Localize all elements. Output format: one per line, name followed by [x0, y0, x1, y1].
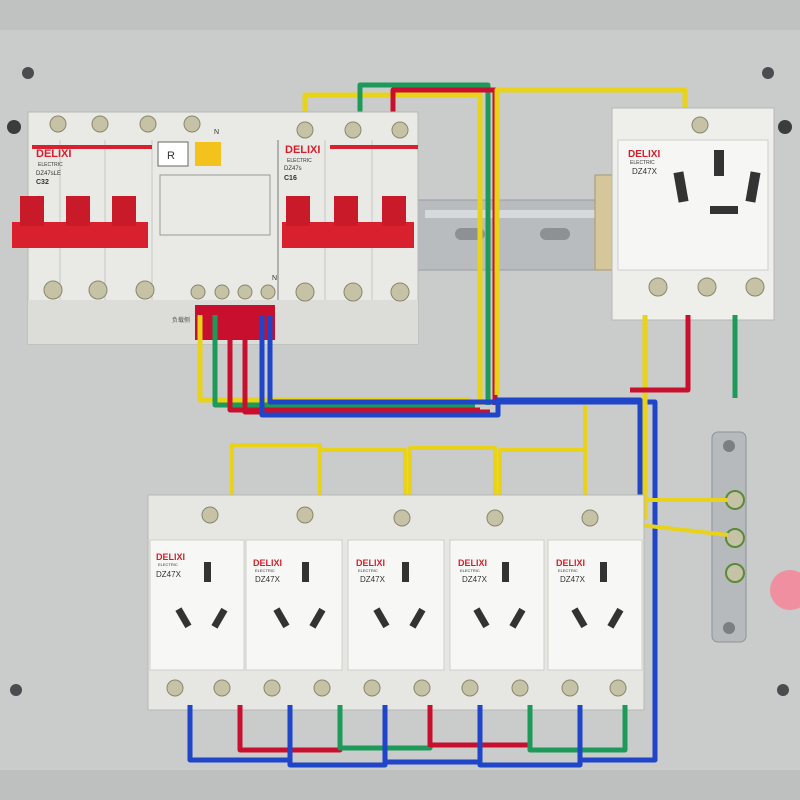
breaker-feed-wires [197, 315, 658, 720]
mounting-screws [7, 67, 792, 696]
socket-3-sub: ELECTRIC [358, 568, 378, 573]
large-socket-module: DELIXI ELECTRIC DZ47X [611, 107, 775, 321]
second-breaker-rating: C16 [284, 175, 297, 182]
breaker-bottom-terminals [43, 280, 410, 302]
rcd-mark-n: N [214, 129, 219, 136]
large-socket-pin-top [714, 150, 724, 176]
rcd-mark-r: R [167, 150, 175, 162]
socket-3: DELIXI ELECTRIC DZ47X [347, 509, 445, 697]
panel-top-edge [0, 0, 800, 30]
socket-5-brand: DELIXI [556, 558, 585, 568]
socket-5-model: DZ47X [560, 575, 586, 584]
large-socket-sub: ELECTRIC [630, 160, 655, 166]
rcd-r-indicator [157, 141, 189, 167]
main-breaker-rating: C32 [36, 179, 49, 186]
socket-5: DELIXI ELECTRIC DZ47X [547, 509, 643, 697]
large-socket-pin-right [745, 171, 761, 203]
socket-3-model: DZ47X [360, 575, 386, 584]
din-rail [414, 174, 621, 271]
second-breaker-sub: ELECTRIC [287, 158, 312, 164]
rcd-caption: 负载侧 [172, 316, 190, 324]
socket-4: DELIXI ELECTRIC DZ47X [449, 509, 545, 697]
ground-wires [639, 498, 729, 537]
socket-1-model: DZ47X [156, 570, 182, 579]
breaker-top-terminals [49, 115, 409, 139]
socket-3-brand: DELIXI [356, 558, 385, 568]
second-breaker-n: N [272, 275, 277, 282]
breaker-group: DELIXI ELECTRIC DZ47sLE C32 R N 负载侧 DELI… [12, 111, 419, 345]
socket-2: DELIXI ELECTRIC DZ47X [245, 506, 343, 697]
large-socket-wires [630, 315, 738, 520]
ground-sticker-icon [770, 570, 800, 610]
socket-2-model: DZ47X [255, 575, 281, 584]
main-breaker-brand: DELIXI [36, 148, 71, 160]
socket-4-model: DZ47X [462, 575, 488, 584]
second-breaker-model: DZ47s [284, 166, 302, 172]
main-breaker-sub: ELECTRIC [38, 162, 63, 168]
socket-5-sub: ELECTRIC [558, 568, 578, 573]
socket-bottom-wires [187, 705, 658, 768]
main-breaker-model: DZ47sLE [36, 171, 61, 177]
socket-1: DELIXI ELECTRIC DZ47X [149, 506, 245, 697]
socket-4-brand: DELIXI [458, 558, 487, 568]
socket-2-sub: ELECTRIC [255, 568, 275, 573]
large-socket-brand: DELIXI [628, 149, 660, 160]
socket-1-sub: ELECTRIC [158, 562, 178, 567]
socket-top-wires [230, 405, 587, 495]
large-socket-pin-left [673, 171, 689, 203]
socket-row: DELIXI ELECTRIC DZ47X DELIXI ELECTRIC DZ… [147, 494, 645, 711]
large-socket-model: DZ47X [632, 167, 658, 176]
socket-1-brand: DELIXI [156, 552, 185, 562]
panel-bottom-edge [0, 770, 800, 800]
socket-4-sub: ELECTRIC [460, 568, 480, 573]
rcd-test-button [195, 142, 221, 166]
large-socket-slot [710, 206, 738, 214]
socket-2-brand: DELIXI [253, 558, 282, 568]
ground-terminal-bar [711, 431, 747, 643]
second-breaker-brand: DELIXI [285, 144, 320, 156]
breaker-handles [12, 196, 414, 248]
